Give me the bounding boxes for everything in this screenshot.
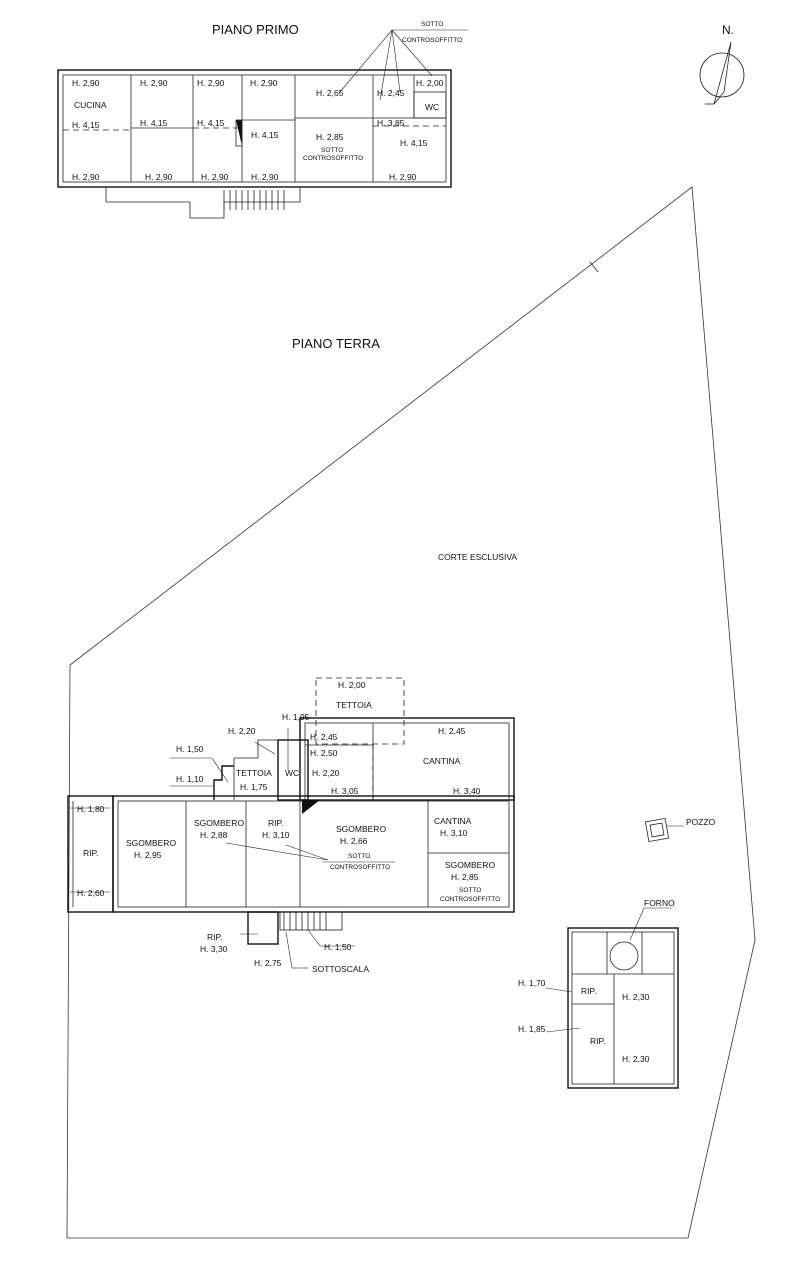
height-label: H. 2,90: [145, 172, 173, 182]
room-label-cantina-lower: CANTINA: [434, 816, 472, 826]
height-label: H. 2,00: [338, 680, 366, 690]
height-label: H. 4,15: [140, 118, 168, 128]
height-label: H. 2,90: [72, 78, 100, 88]
annex-plan: [545, 907, 679, 1089]
height-label: H. 4,15: [197, 118, 225, 128]
height-label: H. 1,10: [176, 774, 204, 784]
height-label: H. 2,88: [200, 830, 228, 840]
room-label-wc-first: WC: [425, 102, 439, 112]
controsoffitto-label-a: CONTROSOFFITTO: [330, 864, 390, 871]
sotto-label-b: SOTTO: [459, 887, 481, 894]
height-label: H. 2,20: [312, 768, 340, 778]
height-label: H. 2,90: [250, 78, 278, 88]
height-label: H. 1,50: [176, 744, 204, 754]
height-label: H. 2,90: [201, 172, 229, 182]
room-label-tettoia-top: TETTOIA: [336, 700, 372, 710]
height-label: H. 2,30: [622, 1054, 650, 1064]
first-floor-title: PIANO PRIMO: [212, 22, 299, 37]
height-label: H. 1,70: [518, 978, 546, 988]
height-label: H. 1,95: [282, 712, 310, 722]
height-label: H. 3,10: [262, 830, 290, 840]
height-label: H. 1,85: [518, 1024, 546, 1034]
room-label-wc-ground: WC: [285, 768, 299, 778]
label-forno: FORNO: [644, 898, 675, 908]
height-label: H. 2,45: [310, 732, 338, 742]
height-label: H. 1,75: [240, 782, 268, 792]
height-label: H. 3,30: [200, 944, 228, 954]
room-label-cucina: CUCINA: [74, 100, 107, 110]
height-label: H. 2,60: [77, 888, 105, 898]
height-label: H. 2,75: [254, 958, 282, 968]
ground-floor-title: PIANO TERRA: [292, 336, 380, 351]
ground-floor-plan: [67, 677, 515, 969]
room-label-rip-left: RIP.: [83, 848, 98, 858]
height-label: H. 2,66: [340, 836, 368, 846]
height-label: H. 3,85: [377, 118, 405, 128]
height-label: H. 2,90: [197, 78, 225, 88]
height-label: H. 2,90: [251, 172, 279, 182]
room-label-sgombero-3: SGOMBERO: [336, 824, 386, 834]
label-pozzo: POZZO: [686, 817, 716, 827]
height-label: H. 2,45: [377, 88, 405, 98]
height-label: H. 2,45: [438, 726, 466, 736]
first-sotto2-label: SOTTO: [321, 147, 343, 154]
room-label-rip-annex-1: RIP.: [581, 986, 596, 996]
height-label: H. 3,10: [440, 828, 468, 838]
boundary-tick: [589, 261, 599, 273]
height-label: H. 2,90: [140, 78, 168, 88]
yard-label: CORTE ESCLUSIVA: [438, 552, 517, 562]
height-label: H. 1,50: [324, 942, 352, 952]
room-label-rip-mid: RIP.: [268, 818, 283, 828]
first-sotto-label: SOTTO: [421, 21, 443, 28]
height-label: H. 1,80: [77, 804, 105, 814]
north-arrow-icon: [699, 41, 745, 105]
room-label-sgombero-4: SGOMBERO: [445, 860, 495, 870]
controsoffitto-label-b: CONTROSOFFITTO: [440, 896, 500, 903]
sotto-label-a: SOTTO: [348, 853, 370, 860]
height-label: H. 2,90: [72, 172, 100, 182]
height-label: H. 3,05: [331, 786, 359, 796]
first-floor-plan: [57, 29, 468, 219]
height-label: H. 2,20: [228, 726, 256, 736]
height-label: H. 2,00: [416, 78, 444, 88]
height-label: H. 2,85: [316, 132, 344, 142]
room-label-sgombero-2: SGOMBERO: [194, 818, 244, 828]
room-label-rip-bottom: RIP.: [207, 932, 222, 942]
height-label: H. 4,15: [72, 120, 100, 130]
height-label: H. 3,40: [453, 786, 481, 796]
lot-boundary: [66, 186, 756, 1239]
height-label: H. 4,15: [251, 130, 279, 140]
height-label: H. 2,85: [451, 872, 479, 882]
height-label: H. 2,65: [316, 88, 344, 98]
height-label: H. 2,30: [622, 992, 650, 1002]
well-icon: [644, 817, 684, 843]
first-controsoffitto-label: CONTROSOFFITTO: [402, 37, 462, 44]
first-controsoffitto2-label: CONTROSOFFITTO: [303, 155, 363, 162]
room-label-cantina-upper: CANTINA: [423, 756, 461, 766]
height-label: H. 4,15: [400, 138, 428, 148]
height-label: H. 2,50: [310, 748, 338, 758]
room-label-tettoia-small: TETTOIA: [236, 768, 272, 778]
height-label: H. 2,95: [134, 850, 162, 860]
north-label: N.: [722, 23, 734, 37]
height-label: H. 2,90: [389, 172, 417, 182]
room-label-sottoscala: SOTTOSCALA: [312, 964, 369, 974]
room-label-sgombero-1: SGOMBERO: [126, 838, 176, 848]
room-label-rip-annex-2: RIP.: [590, 1036, 605, 1046]
